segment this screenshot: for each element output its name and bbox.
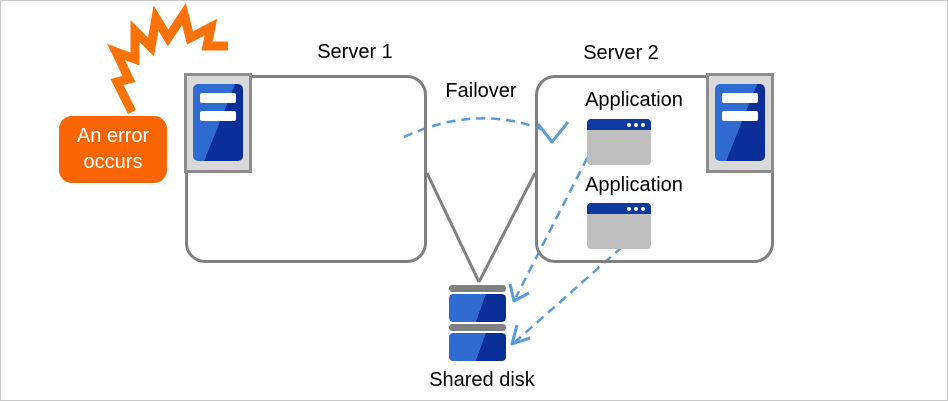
server-tower-icon [184,73,252,173]
application-window-icon [587,203,651,249]
server-tower-body [715,84,765,161]
server-drive-slot [722,111,758,121]
server-drive-slot [722,93,758,103]
shared-disk-platter [449,294,506,322]
window-buttons-icon [627,123,645,127]
failover-label: Failover [445,80,517,102]
app1-to-disk-arrow [514,130,603,298]
shared-disk-bar [449,324,506,331]
error-burst-icon [107,3,228,115]
error-callout: An error occurs [59,116,167,183]
shared-disk-label: Shared disk [429,369,535,391]
server1-label: Server 1 [317,41,393,63]
failover-arrow [403,117,547,139]
window-titlebar [587,203,651,214]
app2-to-disk-arrowhead-icon [510,324,531,346]
application2-label: Application [585,174,683,196]
server2-disk-link-line [477,172,537,283]
shared-disk-icon [449,285,506,292]
error-callout-line2: occurs [83,151,143,173]
shared-disk-platter [449,333,506,361]
server-drive-slot [200,111,236,121]
application-window-icon [587,119,651,165]
server-drive-slot [200,93,236,103]
error-callout-line1: An error [76,125,150,147]
failover-arrowhead-icon [536,121,570,144]
window-titlebar [587,119,651,130]
server-tower-icon [706,73,774,173]
app1-to-disk-arrowhead-icon [508,283,530,303]
server1-disk-link-line [425,172,481,283]
server-tower-body [193,84,243,161]
window-buttons-icon [627,207,645,211]
server2-label: Server 2 [583,42,659,64]
application1-label: Application [585,89,683,111]
